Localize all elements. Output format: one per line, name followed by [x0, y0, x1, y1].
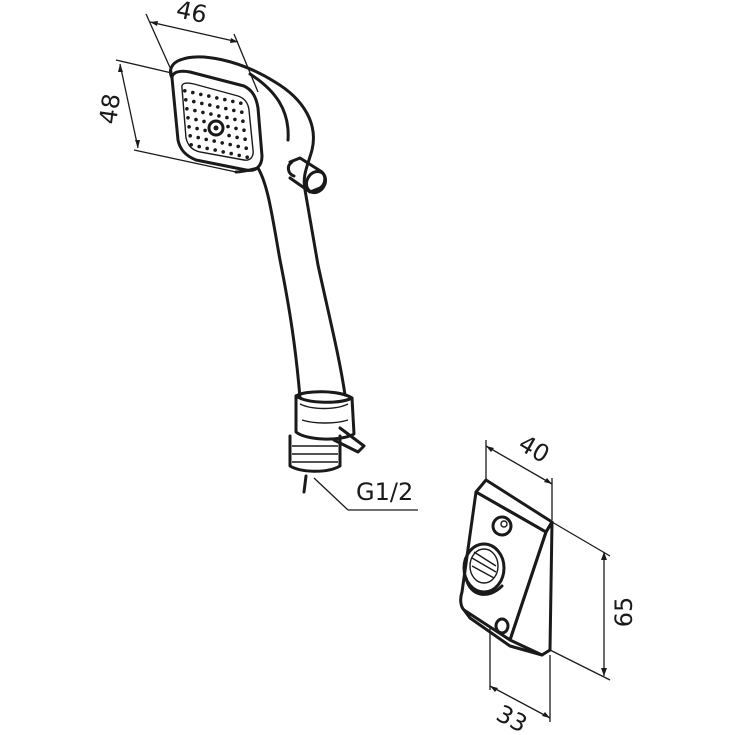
nozzle-dot: [194, 117, 198, 122]
spray-nozzles: [183, 89, 249, 159]
nozzle-dot: [231, 99, 235, 104]
nozzle-dot: [228, 142, 232, 147]
hand-shower: [168, 55, 366, 494]
dimension-head-width: [145, 13, 259, 93]
nozzle-dot: [188, 134, 192, 138]
nozzle-dot: [237, 153, 241, 158]
nozzle-dot: [204, 137, 208, 142]
nozzle-dot: [201, 110, 205, 115]
nozzle-dot: [225, 115, 229, 120]
nozzle-dot: [187, 125, 191, 129]
nozzle-dot: [234, 126, 238, 131]
dimension-label-head-height: 48: [94, 92, 126, 126]
dimension-label-head-width: 46: [174, 0, 210, 29]
nozzle-dot: [227, 133, 231, 138]
nozzle-dot: [243, 137, 247, 141]
thread-leader: [313, 477, 418, 511]
nozzle-dot: [226, 124, 230, 129]
holder-bottom-hole: [494, 617, 510, 635]
nozzle-dot: [245, 155, 249, 159]
nozzle-dot: [242, 128, 246, 132]
center-nozzle: [207, 119, 225, 137]
handle-collar: [294, 390, 366, 454]
nozzle-dot: [189, 143, 193, 147]
nozzle-dot: [186, 116, 190, 120]
nozzle-dot: [217, 114, 221, 118]
nozzle-dot: [233, 117, 237, 122]
nozzle-dot: [213, 148, 217, 152]
dimension-label-holder-width: 40: [514, 429, 554, 469]
nozzle-dot: [192, 99, 196, 104]
holder-screw-hole: [491, 515, 513, 537]
nozzle-dot: [200, 101, 204, 106]
nozzle-dot: [185, 107, 189, 111]
dimension-holder-depth: [489, 628, 551, 722]
dimension-head-height: [115, 59, 237, 173]
nozzle-dot: [202, 119, 206, 124]
thread-label: G1/2: [356, 478, 413, 506]
nozzle-dot: [239, 101, 243, 105]
nozzle-dot: [191, 90, 195, 95]
dimension-label-holder-height: 65: [610, 597, 638, 628]
nozzle-dot: [229, 151, 233, 156]
thread-connector: [288, 434, 342, 494]
nozzle-dot: [183, 89, 187, 93]
dimension-holder-width: [485, 440, 553, 520]
nozzle-dot: [195, 126, 199, 131]
nozzle-dot: [207, 94, 211, 98]
nozzle-dot: [241, 119, 245, 123]
nozzle-dot: [220, 141, 224, 145]
dimension-holder-height: [549, 521, 611, 681]
wall-holder: [459, 478, 554, 657]
nozzle-dot: [197, 144, 201, 149]
nozzle-dot: [203, 128, 207, 133]
nozzle-dot: [232, 108, 236, 113]
nozzle-dot: [244, 146, 248, 150]
holder-socket: [462, 542, 506, 596]
nozzle-dot: [221, 150, 225, 154]
nozzle-dot: [205, 146, 209, 151]
nozzle-dot: [240, 110, 244, 114]
nozzle-dot: [209, 112, 213, 116]
nozzle-dot: [216, 105, 220, 109]
spray-face: [170, 69, 264, 172]
nozzle-dot: [235, 135, 239, 140]
nozzle-dot: [224, 106, 228, 111]
selector-knob: [286, 156, 328, 195]
nozzle-dot: [223, 97, 227, 102]
nozzle-dot: [212, 139, 216, 143]
nozzle-dot: [208, 103, 212, 107]
nozzle-dot: [236, 144, 240, 149]
nozzle-dot: [184, 98, 188, 102]
nozzle-dot: [196, 135, 200, 140]
nozzle-dot: [215, 96, 219, 100]
nozzle-dot: [193, 108, 197, 113]
nozzle-dot: [199, 92, 203, 97]
